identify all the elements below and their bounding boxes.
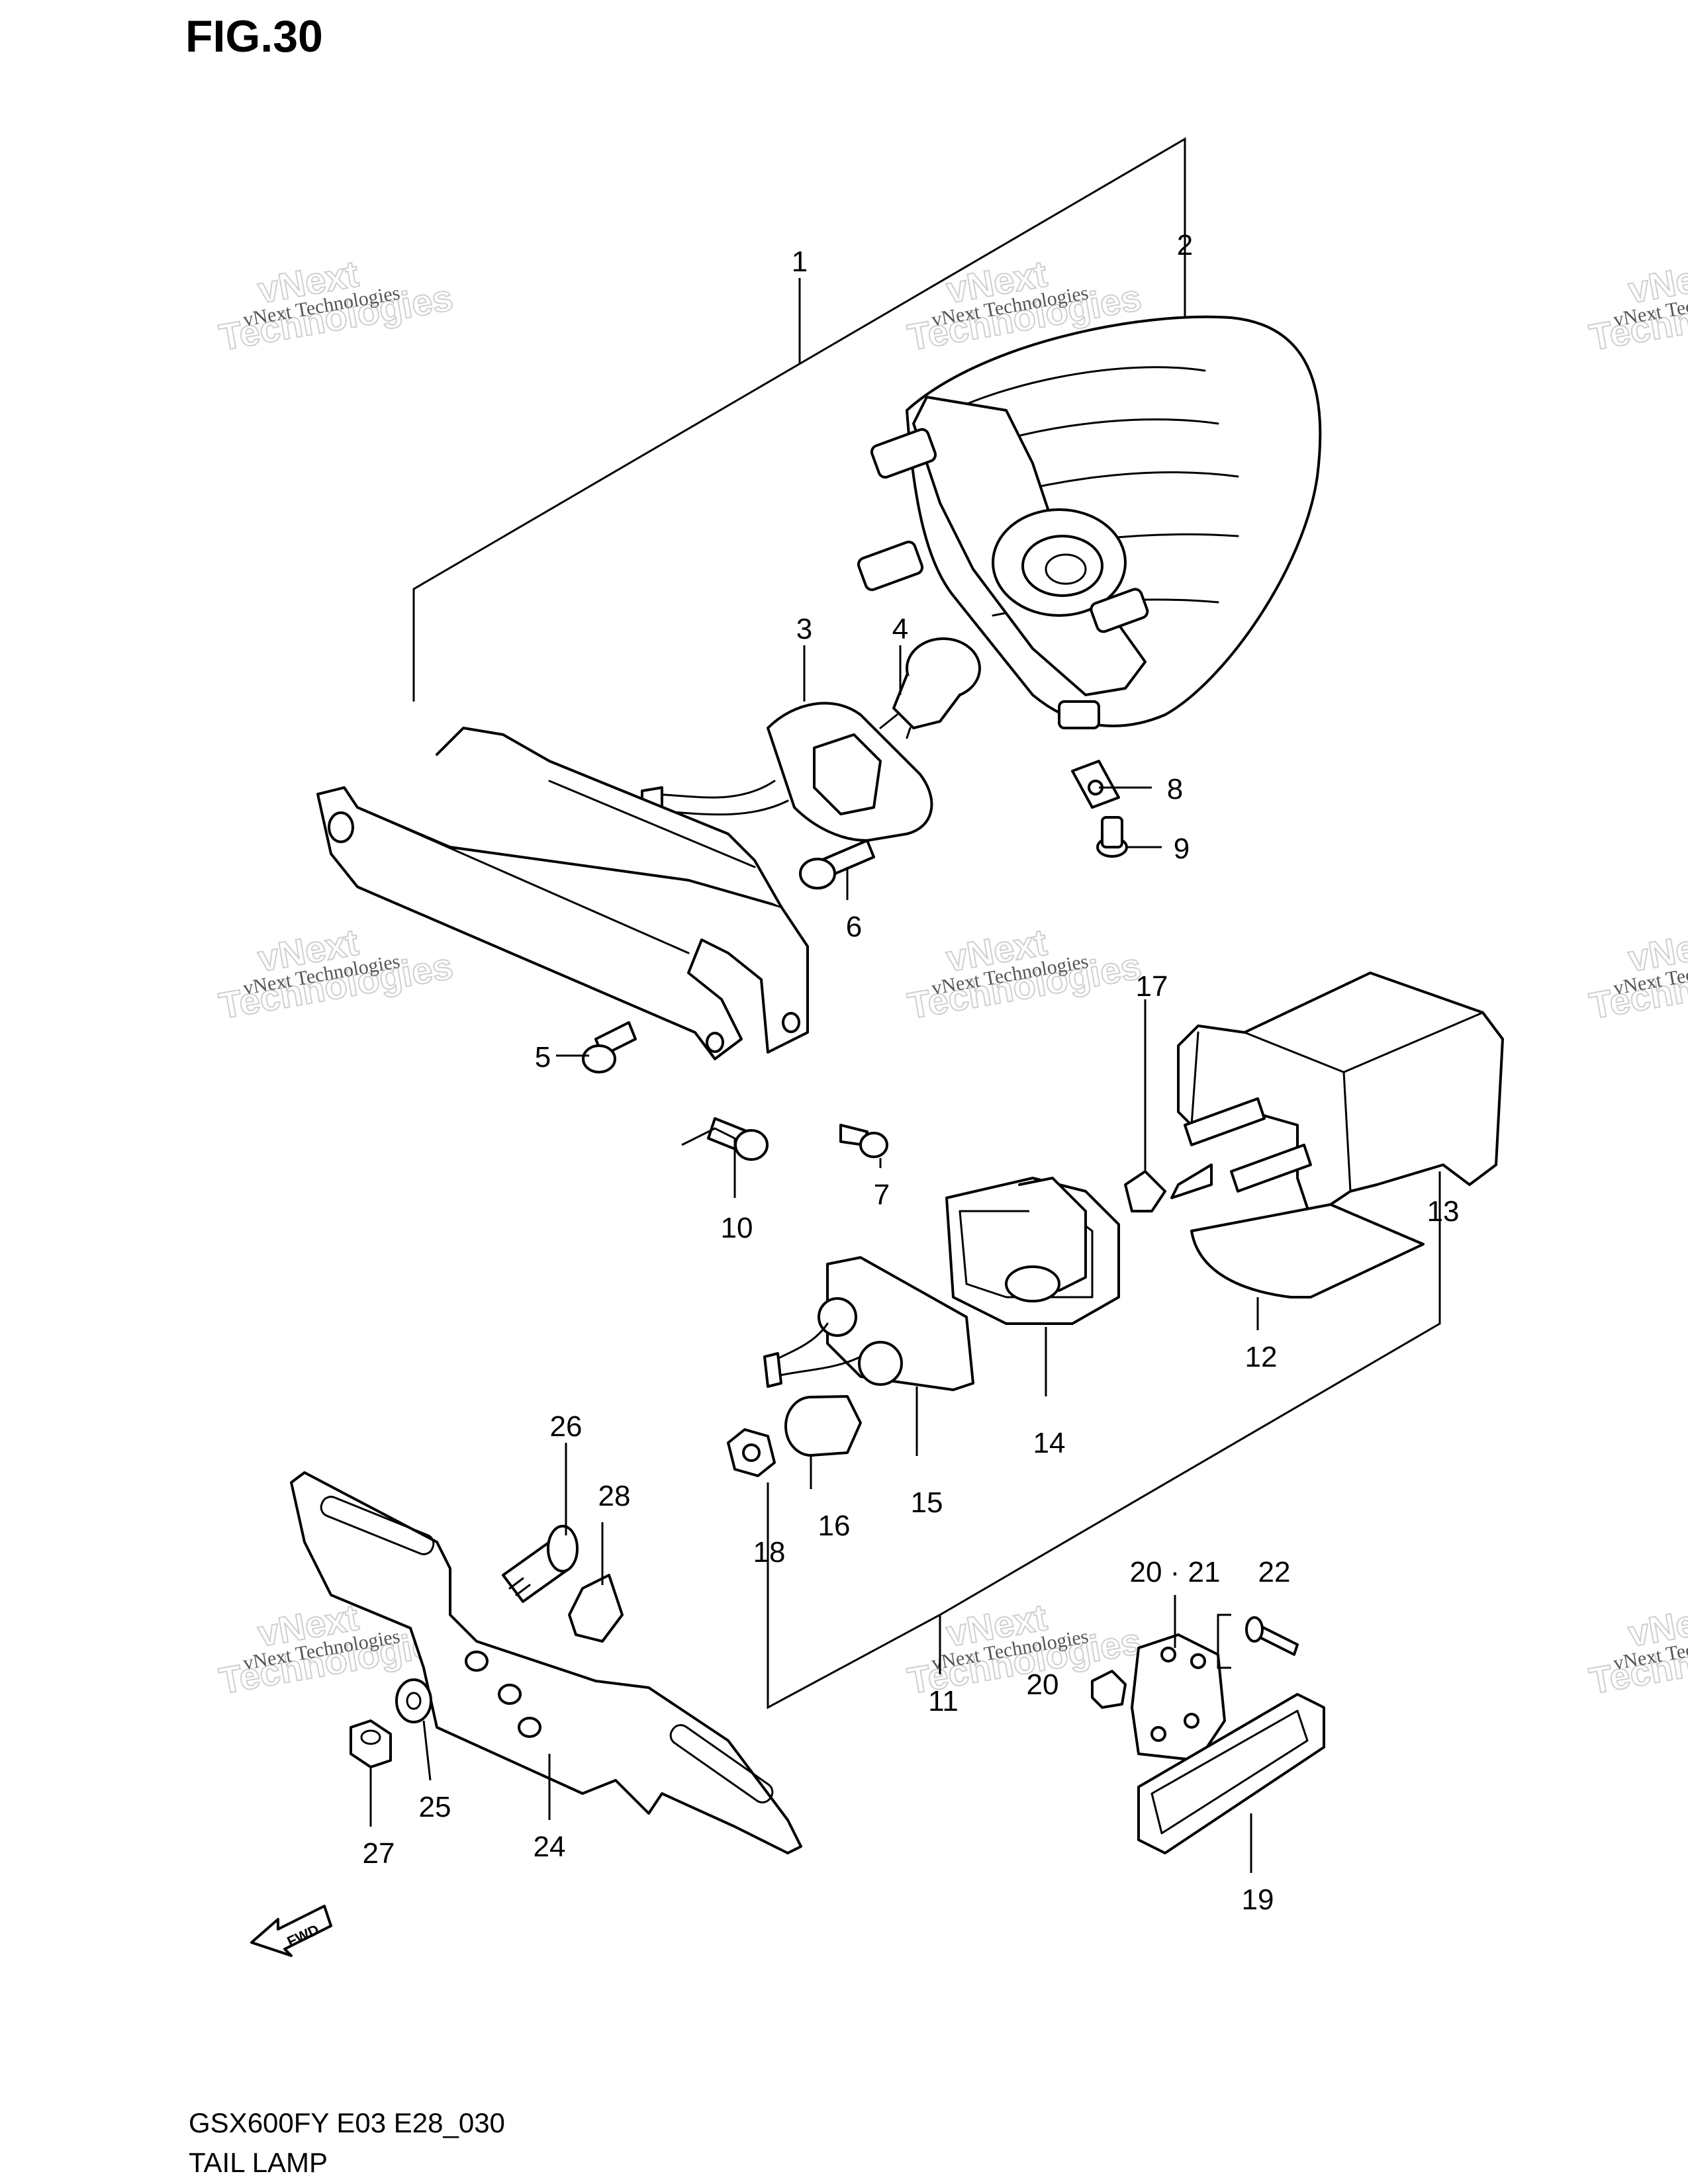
screw-9	[1096, 816, 1128, 858]
watermark-9: vNext Technologies vNext Technologies	[1585, 1596, 1688, 1703]
washer-25	[395, 1678, 432, 1723]
callout-11: 11	[928, 1685, 959, 1717]
screw-7	[839, 1124, 888, 1158]
leader-lines	[369, 645, 1259, 1873]
grommet-28	[568, 1574, 624, 1643]
leader-22-dash	[1217, 1614, 1231, 1669]
callout-2: 2	[1177, 229, 1193, 261]
watermark-6: vNext Technologies vNext Technologies	[1585, 921, 1688, 1028]
bulb-socket	[641, 702, 933, 842]
screw-6	[799, 839, 875, 889]
watermark-5: vNext Technologies vNext Technologies	[904, 921, 1145, 1028]
callout-28: 28	[598, 1480, 631, 1512]
forward-arrow-icon: FWD	[250, 1905, 332, 1957]
figure-title: FIG.30	[185, 11, 323, 62]
callout-8: 8	[1167, 773, 1183, 805]
rivet-22	[1245, 1616, 1299, 1656]
bulb	[879, 637, 981, 739]
watermark-3: vNext Technologies vNext Technologies	[1585, 252, 1688, 359]
lamp-housing	[945, 1177, 1120, 1325]
nut-20	[1091, 1670, 1127, 1709]
screw-5	[582, 1021, 637, 1073]
callout-6: 6	[846, 911, 862, 943]
callout-13: 13	[1427, 1195, 1460, 1228]
callout-20-21: 20 · 21	[1130, 1556, 1221, 1588]
socket-gasket	[763, 1256, 974, 1391]
callout-4: 4	[892, 613, 908, 645]
callout-10: 10	[721, 1212, 753, 1244]
callout-1: 1	[792, 246, 808, 278]
callout-5: 5	[535, 1041, 551, 1073]
callout-24: 24	[534, 1831, 566, 1863]
tail-lamp-lens-assembly	[857, 315, 1322, 729]
small-bulb	[1124, 1170, 1166, 1212]
clip-nut	[1071, 760, 1120, 809]
callout-19: 19	[1242, 1884, 1274, 1916]
callout-3: 3	[796, 613, 812, 645]
callout-26: 26	[550, 1410, 583, 1443]
callout-16: 16	[818, 1510, 851, 1542]
callout-17: 17	[1136, 970, 1168, 1003]
watermark-1: vNext Technologies vNext Technologies	[215, 252, 456, 359]
rubber-washer	[784, 1395, 862, 1457]
callout-14: 14	[1033, 1427, 1066, 1459]
callout-15: 15	[911, 1486, 943, 1519]
callout-12: 12	[1245, 1341, 1278, 1373]
callout-20: 20	[1027, 1668, 1059, 1701]
callout-labels: 1 2 3 4 5 6 7 8 9 10 11 12 13 14 15 16 1…	[363, 229, 1460, 1916]
callout-27: 27	[363, 1837, 395, 1870]
watermark-4: vNext Technologies vNext Technologies	[215, 921, 456, 1028]
callout-18: 18	[753, 1536, 786, 1569]
bolt-26	[502, 1525, 579, 1603]
nut-18	[727, 1428, 776, 1477]
callout-22: 22	[1258, 1556, 1291, 1588]
nut-27	[350, 1719, 392, 1768]
lens-plate	[1190, 1203, 1425, 1298]
reflector	[1137, 1693, 1325, 1854]
model-code: GSX600FY E03 E28_030	[189, 2107, 505, 2138]
leader-10	[681, 1127, 736, 1198]
mounting-bracket	[316, 727, 809, 1060]
callout-7: 7	[874, 1179, 890, 1211]
screw-10	[707, 1117, 769, 1161]
figure-subtitle: TAIL LAMP	[189, 2147, 328, 2178]
license-lamp-cover	[1170, 972, 1504, 1219]
reflector-bracket	[1131, 1633, 1226, 1762]
callout-9: 9	[1174, 833, 1190, 865]
license-plate-bracket	[290, 1471, 802, 1854]
callout-25: 25	[419, 1791, 451, 1823]
